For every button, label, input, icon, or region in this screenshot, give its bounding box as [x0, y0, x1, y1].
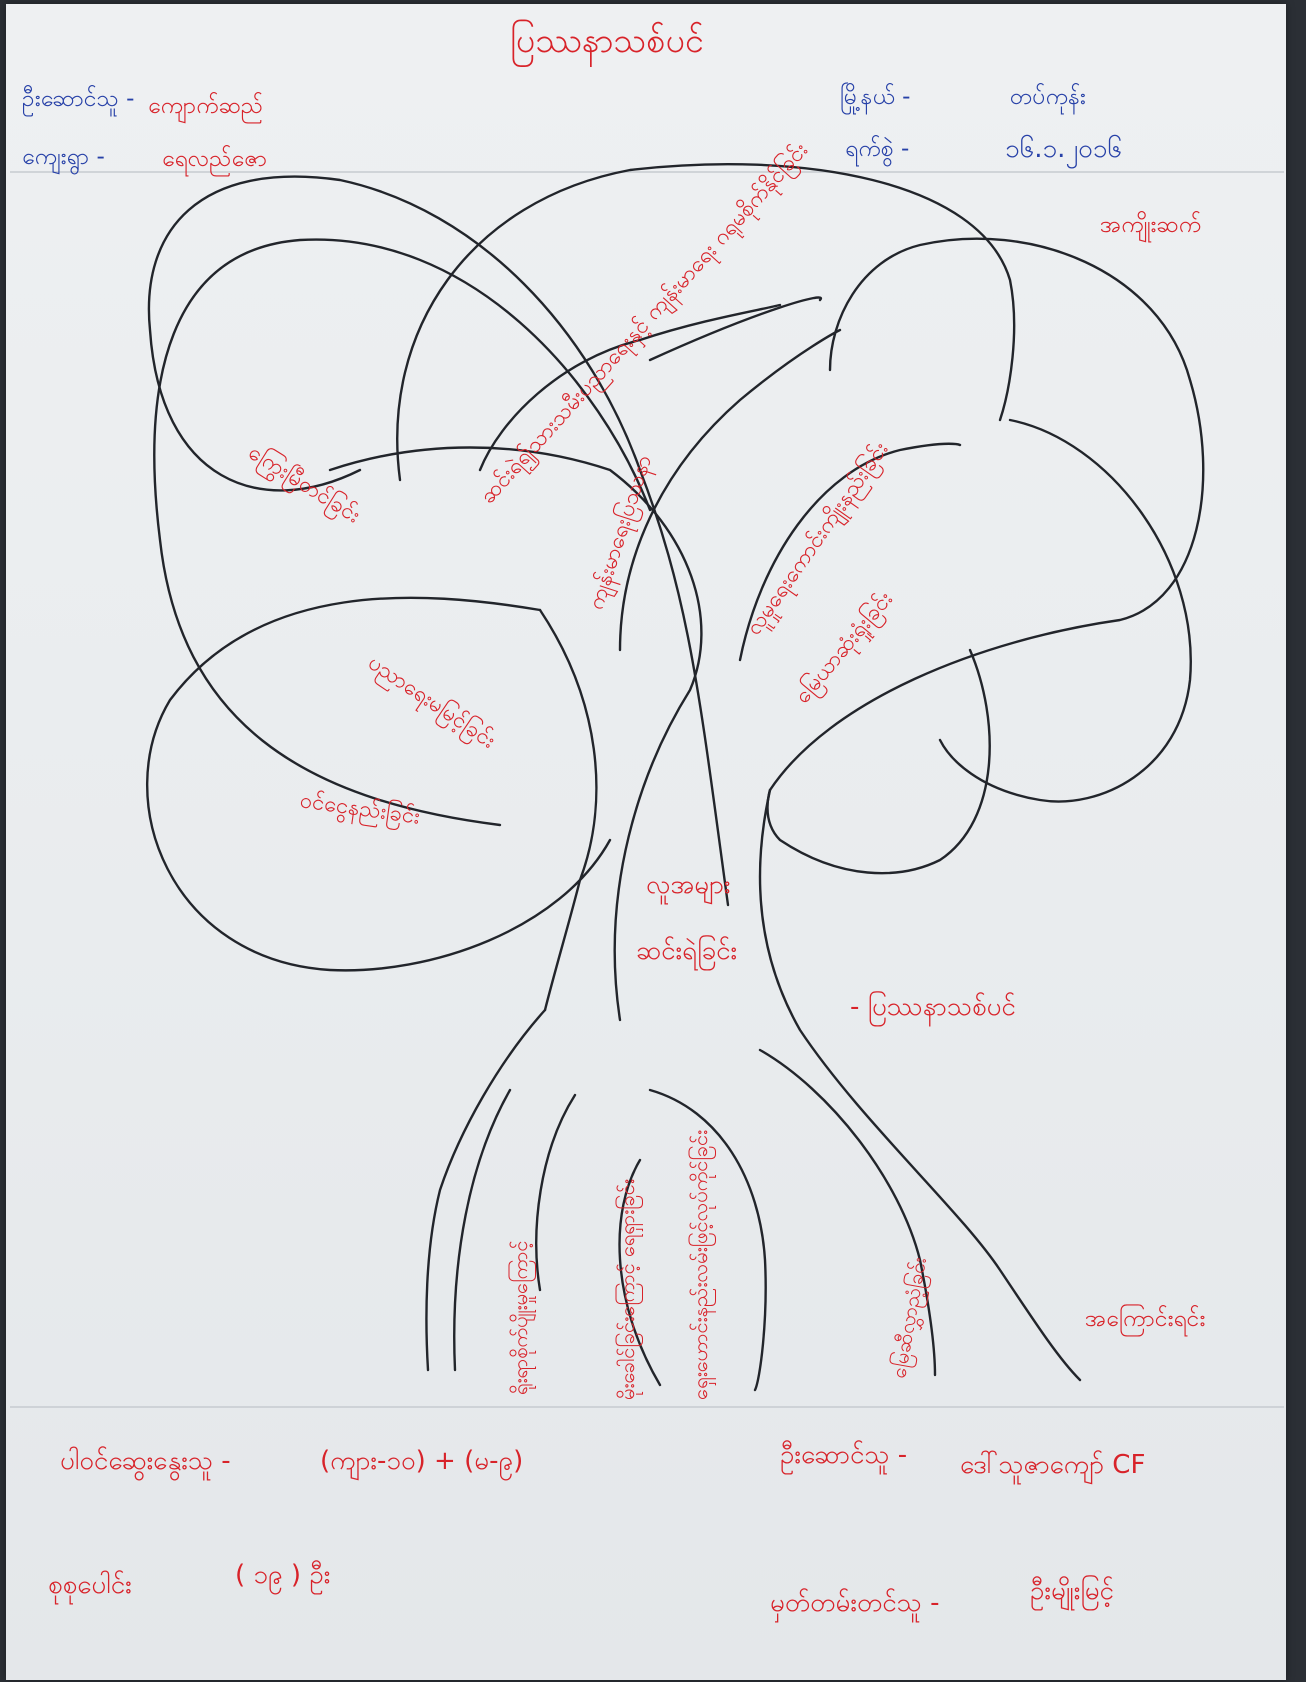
facilitator-value: ဒေါ်သူဇာကျော် CF [960, 1450, 1146, 1480]
root-5 [758, 1048, 937, 1377]
village-label: ကျေးရွာ - [22, 144, 105, 170]
canopy-branch-5 [396, 162, 1016, 482]
facilitator-label: ဦးဆောင်သူ - [780, 1440, 908, 1470]
root-3 [618, 1158, 662, 1387]
leader-label: ဦးဆောင်သူ - [22, 86, 135, 112]
participants-value: (ကျား-၁၀) + (မ-၉) [320, 1446, 524, 1476]
trunk-label-line-2: ဆင်းရဲခြင်း [636, 936, 738, 966]
root-4 [648, 1088, 767, 1392]
village-value: ရေလည်ဇော [162, 146, 268, 172]
canopy-branch-12 [766, 648, 991, 875]
date-label: ရက်စွဲ - [845, 136, 910, 162]
page-title: ပြဿနာသစ်ပင် [510, 21, 704, 61]
canopy-branch-4 [328, 446, 703, 1022]
roots-label: အကြောင်းရင်း [1085, 1306, 1206, 1332]
fruits-label: အကျိုးဆက် [1100, 212, 1202, 238]
problem-label: - ပြဿနာသစ်ပင် [850, 992, 1016, 1022]
canopy-branch-7 [478, 303, 782, 472]
date-value: ၁၆.၁.၂၀၁၆ [1005, 134, 1123, 164]
canopy-branch-8 [618, 328, 842, 652]
canopy-branch-3 [146, 596, 612, 972]
root-label-3: ရှေးဟောင်းနည်းလမ်းဖြင့်လုပ်ကိုင်ခြင်း [688, 1129, 712, 1400]
root-2 [535, 1093, 577, 1292]
canopy-branch-6 [648, 296, 823, 362]
root-label-1: ရိုးရာစိုက်ပျိုးမှုကြောင့် [508, 1240, 532, 1395]
root-label-2: မိုးခေါင်ခြင်းကြောင့် ရေရှားခြင်း [615, 1179, 639, 1400]
canopy-branch-1 [147, 175, 730, 907]
root-1 [453, 1088, 512, 1372]
recorder-value: ဦးမျိုးမြင့် [1030, 1576, 1114, 1606]
trunk-right-edge [758, 788, 1082, 1382]
township-label: မြို့နယ် - [840, 84, 911, 110]
total-label: စုစုပေါင်း [48, 1570, 132, 1600]
leader-value: ကျောက်ဆည် [148, 93, 264, 119]
canopy-branch-10 [768, 237, 1205, 792]
recorder-label: မှတ်တမ်းတင်သူ - [770, 1588, 940, 1618]
participants-label: ပါဝင်ဆွေးနွေးသူ - [60, 1446, 231, 1476]
total-value: ( ၁၉ ) ဦး [235, 1560, 331, 1590]
paper-sheet [6, 4, 1286, 1680]
township-value: တပ်ကုန်း [1010, 84, 1086, 110]
canopy-branch-13 [538, 608, 598, 1012]
canopy-branch-11 [938, 418, 1192, 803]
trunk-label-line-1: လူအများ [646, 870, 731, 900]
canopy-branch-2 [153, 238, 652, 827]
canopy-branch-9 [738, 442, 962, 662]
trunk-left-edge [425, 1008, 547, 1372]
